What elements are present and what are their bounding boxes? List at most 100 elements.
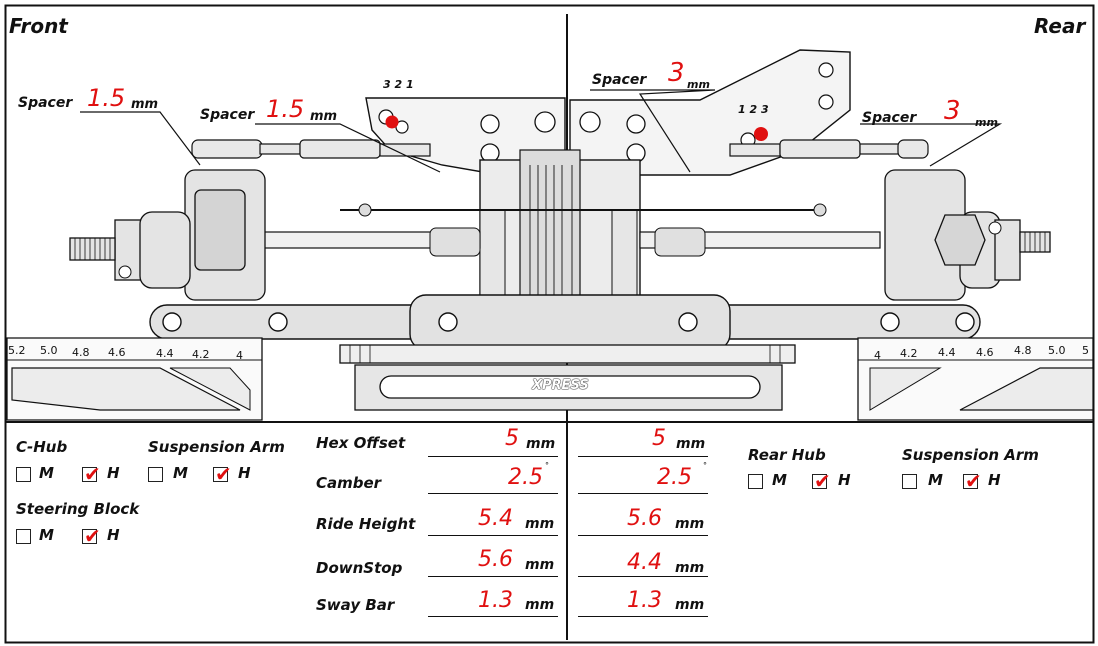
chassis-logo: XPRESS (532, 378, 589, 393)
sway-bar-rear-line (578, 616, 708, 617)
front-arm-h-checkbox[interactable]: ✔ (213, 462, 232, 486)
downstop-front-unit: mm (525, 557, 555, 573)
right-scale-tick: 4.8 (1014, 344, 1032, 357)
spacer-rear-outer-value: 3 (944, 96, 961, 126)
rear-hub-h-label: H (838, 471, 851, 489)
ride-height-rear-value: 5.6 (627, 506, 662, 531)
ride-height-rear-line (578, 535, 708, 536)
camber-front-unit: ° (545, 461, 549, 470)
downstop-rear-line (578, 576, 708, 577)
camber-front-value: 2.5 (508, 465, 543, 490)
downstop-label: DownStop (316, 559, 403, 577)
rear-hole-numbers: 1 2 3 (738, 103, 769, 116)
chub-m-checkbox[interactable] (16, 467, 31, 482)
sway-bar-rear-value: 1.3 (627, 588, 662, 613)
ride-height-rear-unit: mm (675, 516, 705, 532)
spacer-front-inner-label: Spacer (200, 107, 255, 123)
checkmark-icon: ✔ (215, 462, 232, 486)
front-suspension-arm-label: Suspension Arm (148, 438, 285, 456)
spacer-front-outer-label: Spacer (18, 95, 73, 111)
rear-hub-h-checkbox[interactable]: ✔ (812, 469, 831, 493)
left-scale-tick: 4.2 (192, 348, 210, 361)
left-scale-tick: 4.4 (156, 347, 174, 360)
spacer-rear-inner-unit: mm (687, 78, 710, 91)
front-title: Front (9, 14, 68, 38)
camber-rear-line (578, 493, 708, 494)
rear-arm-h-checkbox[interactable]: ✔ (963, 469, 982, 493)
left-scale-tick: 5.0 (40, 344, 58, 357)
ride-height-front-unit: mm (525, 516, 555, 532)
sway-bar-front-line (428, 616, 558, 617)
rear-arm-m-label: M (928, 471, 943, 489)
downstop-rear-unit: mm (675, 560, 705, 576)
steering-m-label: M (39, 526, 54, 544)
hex-offset-rear-unit: mm (676, 436, 706, 452)
hex-offset-rear-value: 5 (652, 426, 666, 451)
hex-offset-front-unit: mm (526, 436, 556, 452)
ride-height-front-value: 5.4 (478, 506, 513, 531)
steering-block-label: Steering Block (16, 500, 140, 518)
spacer-rear-outer-label: Spacer (862, 110, 917, 126)
downstop-rear-value: 4.4 (627, 550, 662, 575)
front-arm-m-checkbox[interactable] (148, 467, 163, 482)
spacer-rear-inner-label: Spacer (592, 72, 647, 88)
spacer-rear-inner-value: 3 (668, 58, 685, 88)
right-scale-tick: 4 (874, 349, 881, 362)
spacer-front-inner-unit: mm (310, 109, 338, 124)
right-scale-tick: 5 (1082, 344, 1089, 357)
chassis-plate (339, 344, 796, 364)
ride-height-label: Ride Height (316, 515, 416, 533)
rear-suspension-arm-label: Suspension Arm (902, 446, 1039, 464)
rear-arm-m-checkbox[interactable] (902, 474, 917, 489)
steering-h-label: H (107, 526, 120, 544)
camber-rear-value: 2.5 (657, 465, 692, 490)
checkmark-icon: ✔ (84, 462, 101, 486)
spacer-front-outer-unit: mm (131, 97, 159, 112)
camber-label: Camber (316, 474, 382, 492)
checkmark-icon: ✔ (814, 469, 831, 493)
rear-hub-m-label: M (772, 471, 787, 489)
right-scale-tick: 4.4 (938, 346, 956, 359)
rear-title: Rear (1034, 14, 1086, 38)
hex-offset-label: Hex Offset (316, 434, 406, 452)
downstop-front-value: 5.6 (478, 547, 513, 572)
left-scale: 5.2 5.0 4.8 4.6 4.4 4.2 4 (8, 344, 258, 362)
rear-arm-h-label: H (988, 471, 1001, 489)
rear-hub-m-checkbox[interactable] (748, 474, 763, 489)
downstop-front-line (428, 576, 558, 577)
sway-bar-label: Sway Bar (316, 596, 395, 614)
hex-offset-rear-line (578, 456, 708, 457)
spacer-front-outer-value: 1.5 (87, 84, 126, 112)
right-scale: 4 4.2 4.4 4.6 4.8 5.0 5 (868, 344, 1093, 362)
chub-h-checkbox[interactable]: ✔ (82, 462, 101, 486)
camber-rear-unit: ° (703, 461, 707, 470)
chub-label: C-Hub (16, 438, 68, 456)
chub-h-label: H (107, 464, 120, 482)
right-scale-tick: 4.6 (976, 346, 994, 359)
rear-hub-label: Rear Hub (748, 446, 826, 464)
front-arm-h-label: H (238, 464, 251, 482)
left-scale-tick: 5.2 (8, 344, 26, 357)
left-scale-tick: 4.6 (108, 346, 126, 359)
sway-bar-front-value: 1.3 (478, 588, 513, 613)
left-scale-tick: 4.8 (72, 346, 90, 359)
spacer-rear-outer-unit: mm (975, 116, 998, 129)
camber-front-line (428, 493, 558, 494)
steering-m-checkbox[interactable] (16, 529, 31, 544)
front-arm-m-label: M (173, 464, 188, 482)
checkmark-icon: ✔ (965, 469, 982, 493)
ride-height-front-line (428, 535, 558, 536)
steering-h-checkbox[interactable]: ✔ (82, 524, 101, 548)
sway-bar-front-unit: mm (525, 597, 555, 613)
front-hole-numbers: 3 2 1 (383, 78, 414, 91)
spacer-front-inner-value: 1.5 (266, 95, 305, 123)
chub-m-label: M (39, 464, 54, 482)
right-scale-tick: 5.0 (1048, 344, 1066, 357)
sway-bar-rear-unit: mm (675, 597, 705, 613)
checkmark-icon: ✔ (84, 524, 101, 548)
sheet-border (4, 4, 1095, 644)
hex-offset-front-line (428, 456, 558, 457)
right-scale-tick: 4.2 (900, 347, 918, 360)
